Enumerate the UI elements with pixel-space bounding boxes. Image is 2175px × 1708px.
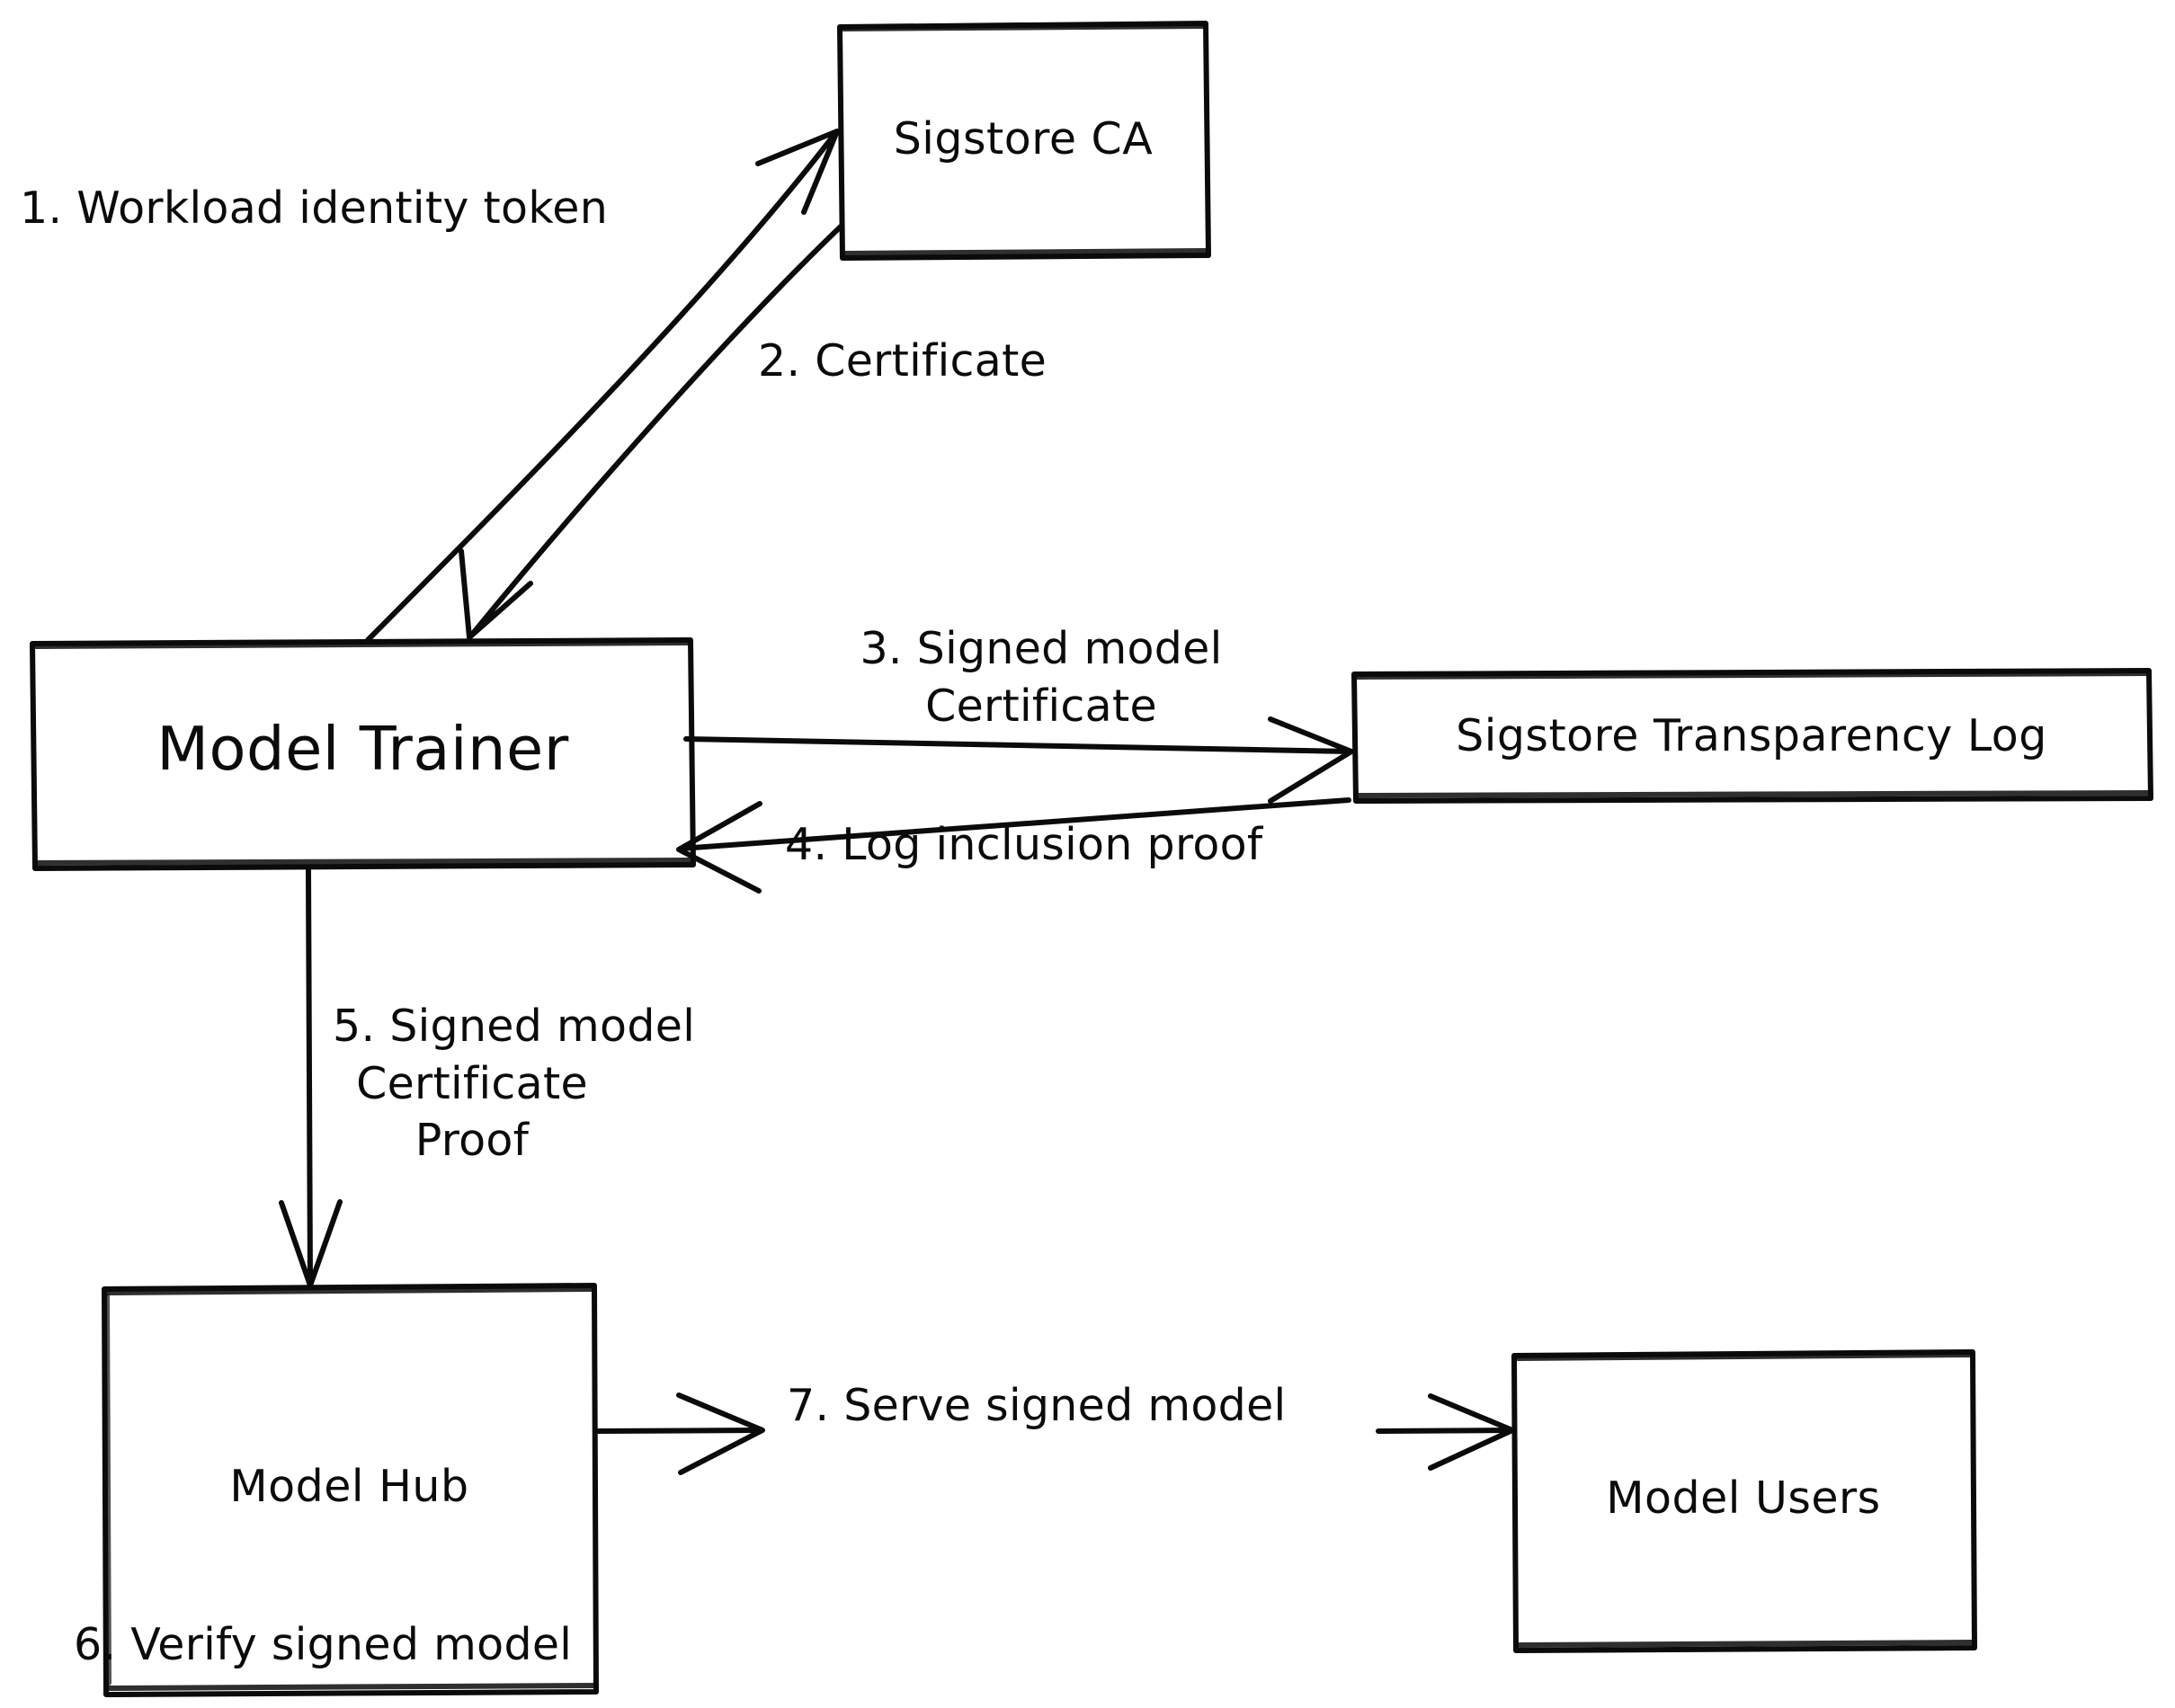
edge-label-step1-workload-identity-token: 1. Workload identity token [20,182,609,234]
edge-step4-arrow [676,797,1351,894]
node-transparency-log[interactable] [1351,668,2153,804]
edge-step5-arrow [279,867,343,1288]
edge-label-step6-verify-signed-model: 6. Verify signed model [74,1619,573,1670]
edge-label-step2-certificate: 2. Certificate [758,335,1047,387]
node-label-model-hub: Model Hub [229,1461,469,1512]
edge-step3-arrow [683,716,1354,804]
edge-label-step5-signed-model-certificate-proof: 5. Signed model Certificate Proof [333,1001,696,1167]
node-sigstore-ca[interactable] [837,21,1211,261]
edge-step2-arrow [459,224,843,640]
edge-step1-arrow [365,129,840,643]
node-label-transparency-log: Sigstore Transparency Log [1456,710,2047,761]
edge-step7-arrow-left [594,1392,765,1475]
node-model-hub[interactable] [102,1283,599,1697]
node-model-trainer[interactable] [30,637,696,871]
node-label-model-trainer: Model Trainer [156,714,569,784]
node-label-model-users: Model Users [1606,1472,1881,1524]
node-model-users[interactable] [1511,1349,1977,1653]
node-label-sigstore-ca: Sigstore CA [893,113,1154,165]
edge-label-step7-serve-signed-model: 7. Serve signed model [787,1380,1287,1431]
edge-step7-arrow-right [1376,1393,1515,1471]
edge-label-step3-signed-model-certificate: 3. Signed model Certificate [860,623,1223,732]
edge-label-step4-log-inclusion-proof: 4. Log inclusion proof [785,819,1263,870]
